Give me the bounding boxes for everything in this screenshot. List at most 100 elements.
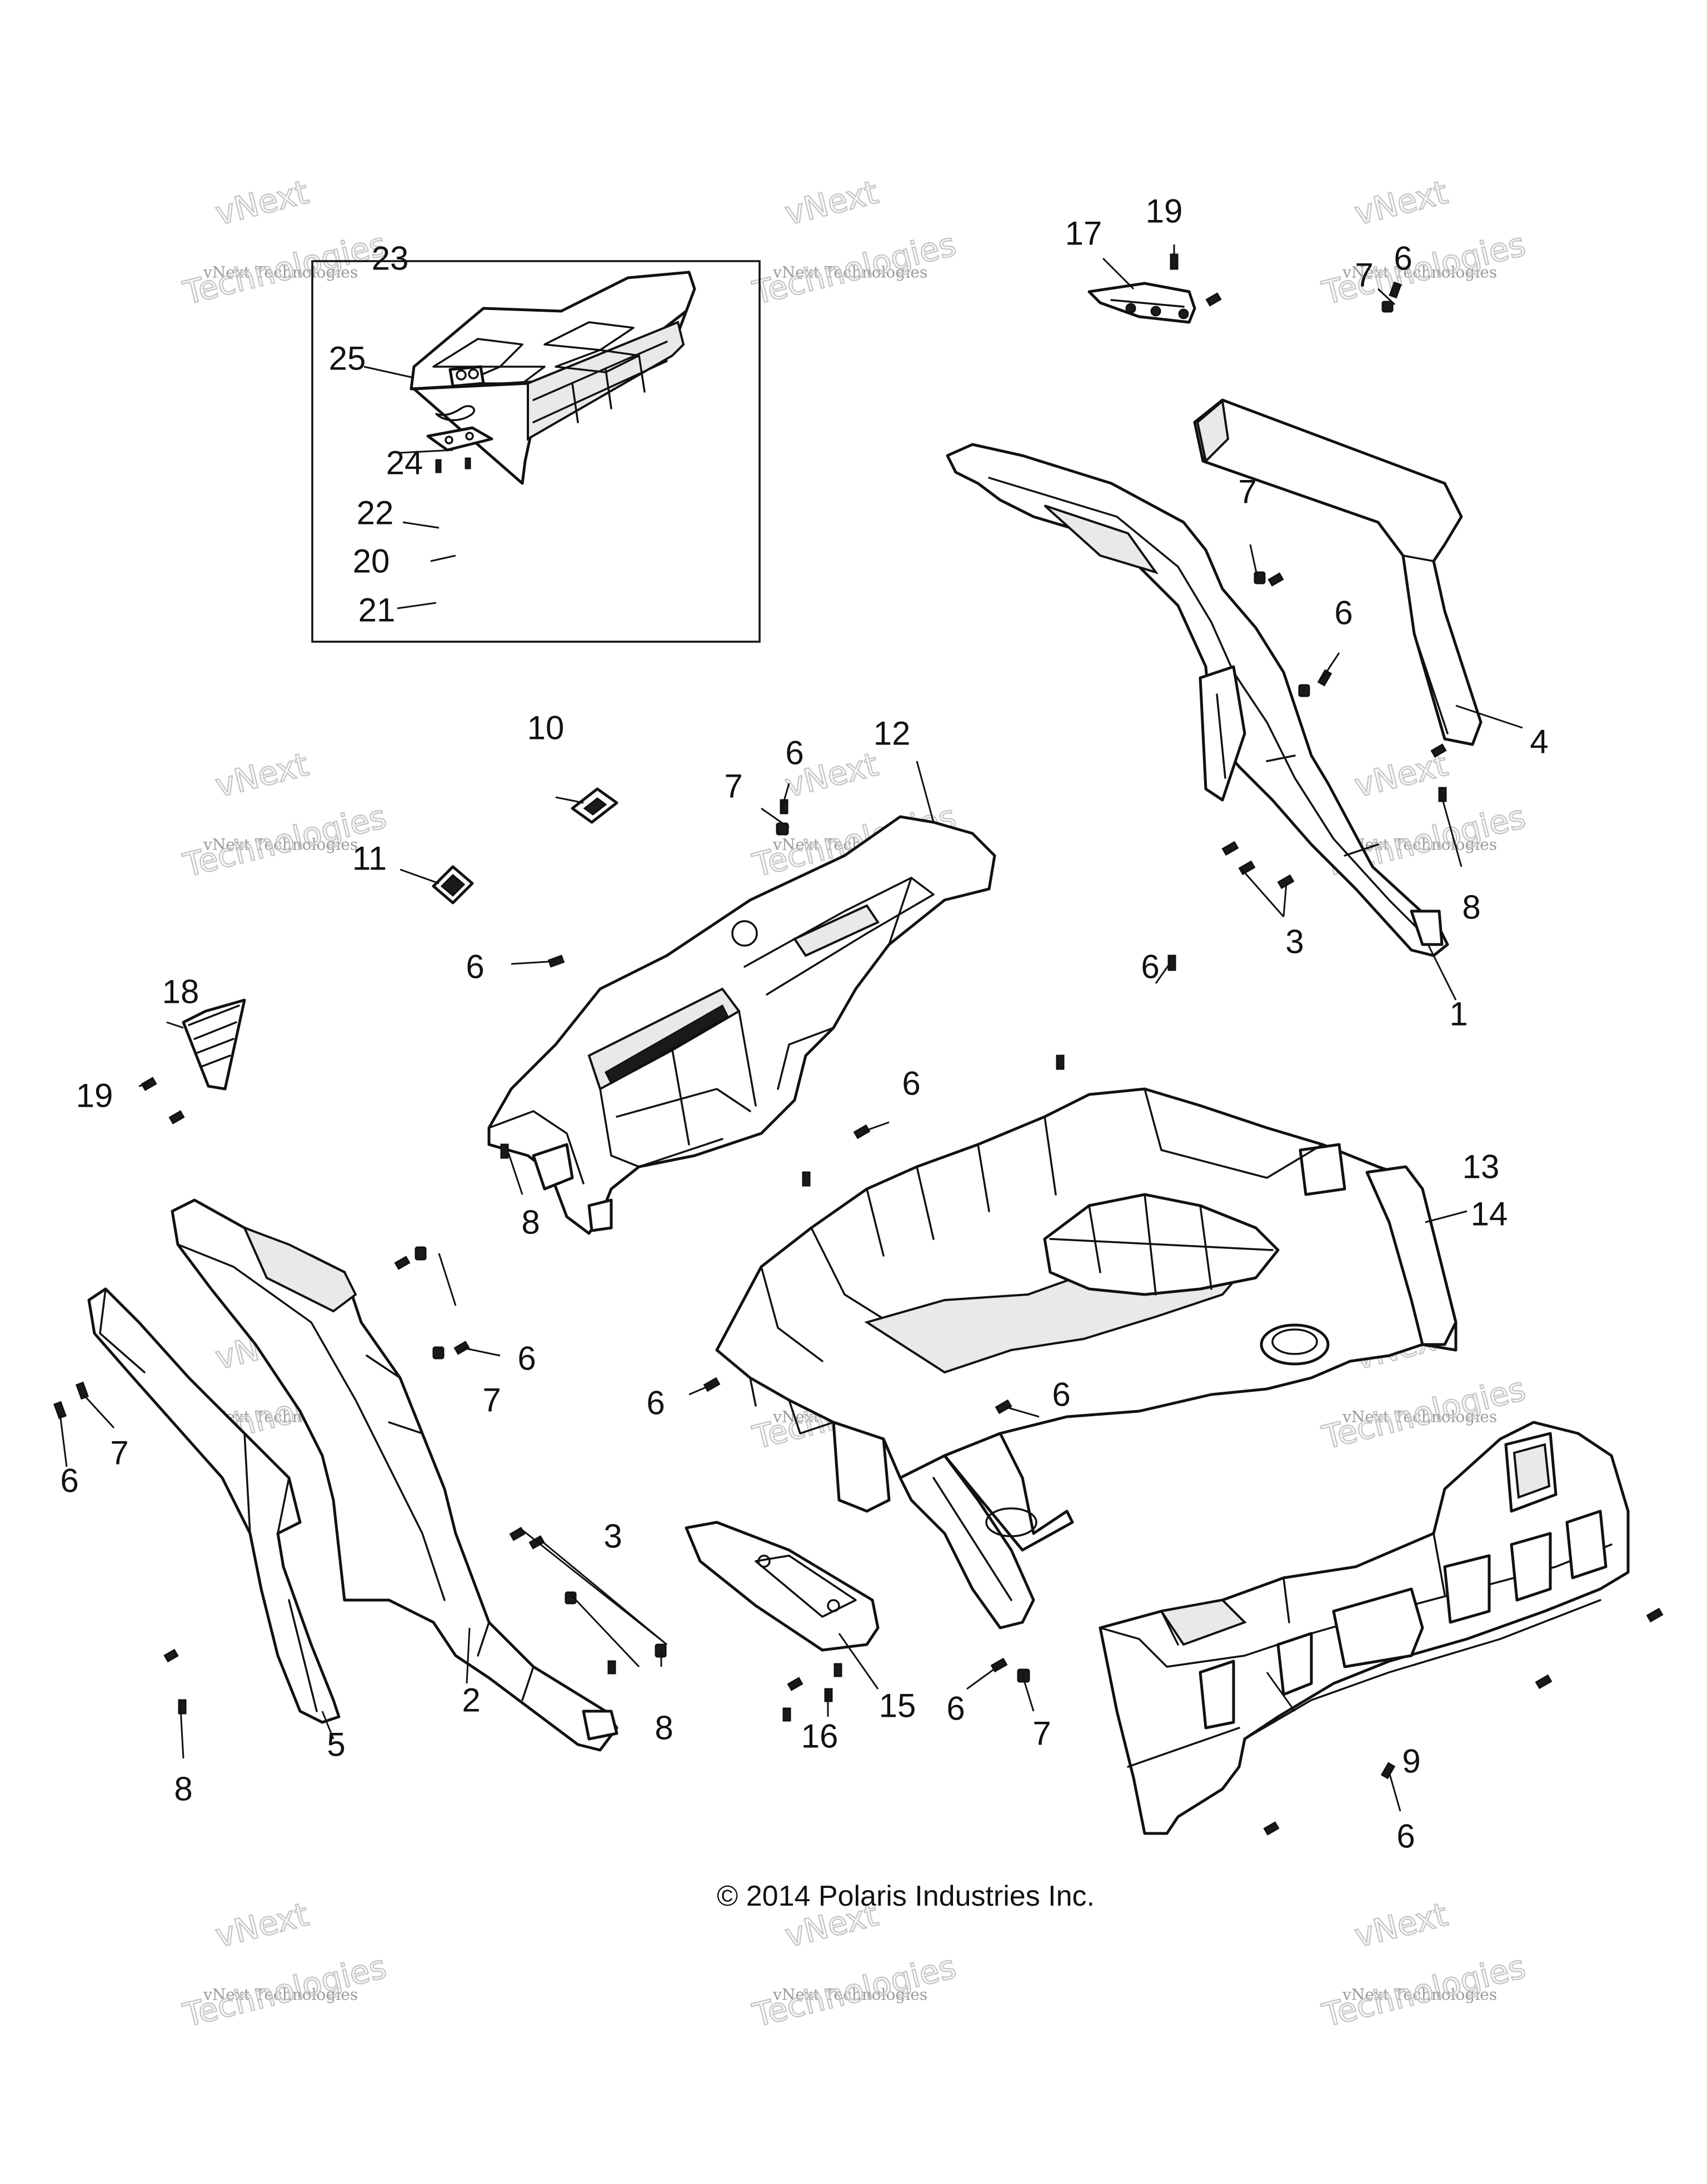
screw [1380,1762,1396,1780]
screw [453,1341,470,1355]
callout-6: 6 [646,1385,665,1422]
callout-6: 6 [946,1690,965,1727]
callout-19: 19 [76,1077,113,1115]
callout-8: 8 [521,1204,540,1241]
callout-13: 13 [1463,1148,1500,1186]
clip [1381,301,1394,313]
part-9-rear-panel [1099,1421,1630,1835]
clip [432,1346,445,1360]
callout-3: 3 [603,1518,622,1555]
callout-14: 14 [1471,1196,1508,1233]
callout-1: 1 [1449,996,1468,1033]
callout-21: 21 [358,592,396,629]
callout-7: 7 [110,1435,128,1472]
callout-7: 7 [1355,257,1373,294]
screw [1317,669,1332,687]
part-12-dash-panel [487,815,996,1235]
watermark-word: Technologies [749,1947,960,2034]
watermark-company: vNext Technologies [1342,835,1497,853]
part-24-latch [448,365,485,388]
callout-6: 6 [902,1065,920,1102]
clip [565,1591,577,1605]
watermark-2: vNext vNext Technologies Technologies [748,172,960,313]
callout-6: 6 [1052,1376,1070,1413]
callout-19: 19 [1146,193,1183,230]
callout-22: 22 [357,494,394,532]
watermark-word: Technologies [1319,1947,1529,2034]
screw [853,1124,871,1140]
callout-8: 8 [655,1710,673,1747]
screw [500,1143,509,1159]
screw [394,1256,411,1270]
callout-25: 25 [329,340,366,377]
callouts: 1 2 3 3 4 5 6 6 6 6 6 6 6 6 6 6 6 6 7 7 … [60,193,1548,1855]
callout-6: 6 [785,734,803,772]
screw [53,1401,67,1420]
screw [782,1707,791,1722]
part-15-skid-plate [685,1521,880,1652]
part-10-grille [571,787,618,824]
watermark-company: vNext Technologies [203,835,358,853]
part-17-bracket [1087,282,1196,324]
watermark-prefix: vNext [781,173,882,232]
watermark-10: vNext vNext Technologies Technologies [179,1895,391,2035]
watermark-company: vNext Technologies [203,1985,358,2003]
watermark-prefix: vNext [212,1895,312,1955]
screw [1221,841,1239,856]
inset-frame [311,260,761,643]
screw [1167,954,1176,971]
callout-8: 8 [174,1771,192,1808]
watermark-word: Technologies [179,225,390,312]
screw [1646,1607,1664,1623]
screw [607,1660,616,1675]
watermark-company: vNext Technologies [1342,1407,1497,1426]
clip [415,1246,427,1261]
callout-7: 7 [1238,473,1256,511]
part-21-screws [435,457,471,473]
leader-lines [59,244,1523,1812]
screw [1170,253,1179,270]
part-18-vent [182,998,246,1091]
screw [163,1648,179,1663]
screw [1056,1054,1065,1070]
clip [1298,684,1310,697]
watermark-word: Technologies [749,225,960,312]
part-1-side-frame [946,443,1449,957]
copyright-notice: © 2014 Polaris Industries Inc. [717,1880,1095,1912]
callout-10: 10 [527,709,565,747]
part-2-rocker-panel [171,1198,618,1752]
screw [1430,743,1447,758]
part-20-plate [426,426,493,452]
callout-7: 7 [482,1382,501,1419]
screw [1238,860,1256,876]
screw [787,1677,803,1691]
screw [1267,572,1284,587]
callout-2: 2 [462,1682,480,1719]
callout-6: 6 [1141,948,1159,986]
part-5-side-panel-left [87,1287,341,1724]
callout-6: 6 [517,1340,536,1377]
callout-5: 5 [327,1726,345,1763]
callout-15: 15 [879,1687,916,1725]
screw [75,1381,89,1400]
callout-12: 12 [874,715,911,752]
part-22-strap [435,405,475,421]
callout-3: 3 [1285,923,1304,961]
watermark-company: vNext Technologies [772,1985,927,2003]
screw [833,1663,842,1677]
screw [1263,1821,1280,1836]
part-4-side-panel-right [1193,398,1483,746]
callout-24: 24 [386,444,423,482]
watermark-word: Technologies [179,1947,390,2034]
callout-4: 4 [1530,723,1548,761]
clip [1017,1668,1030,1683]
watermark-prefix: vNext [212,745,312,804]
callout-9: 9 [1402,1743,1420,1780]
screw [1535,1674,1553,1690]
callout-11: 11 [352,840,387,877]
screw [1389,281,1402,299]
callout-23: 23 [372,240,409,277]
watermark-word: Technologies [1319,225,1529,312]
callout-18: 18 [162,973,199,1011]
